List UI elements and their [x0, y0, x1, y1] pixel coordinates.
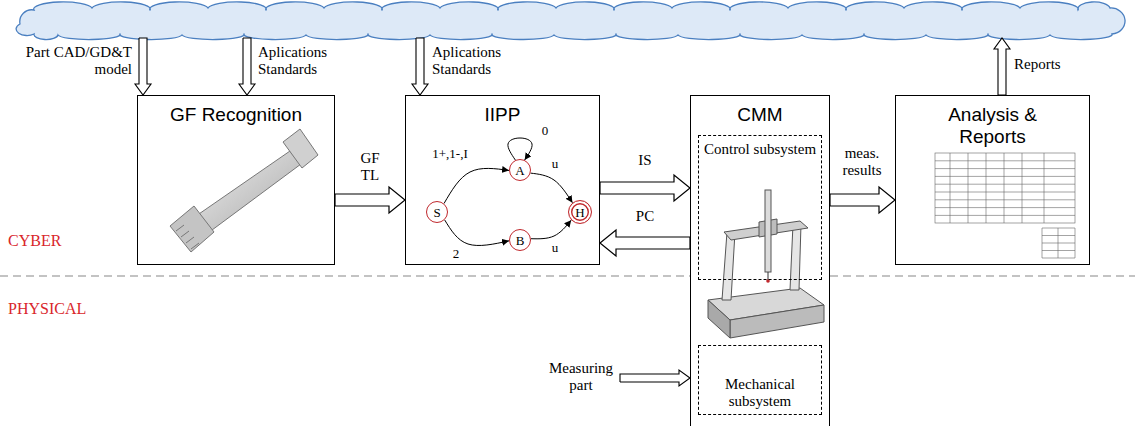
- flow-label: PC: [630, 208, 660, 225]
- divider-line: [830, 275, 1135, 276]
- box-title: GF Recognition: [138, 96, 334, 126]
- transition-label: 2: [450, 247, 462, 262]
- table-rule: [935, 176, 1075, 177]
- blade-root: [170, 206, 214, 252]
- state-circle: B: [509, 229, 531, 251]
- io-arrow: [239, 38, 255, 95]
- table-rule: [1042, 228, 1043, 258]
- table-rule: [986, 153, 987, 223]
- layer-label: PHYSICAL: [8, 300, 108, 318]
- table-rule: [1042, 243, 1075, 244]
- table-rule: [1044, 153, 1045, 223]
- divider-line: [0, 275, 690, 276]
- state-name: B: [516, 234, 525, 247]
- transition-label: 0: [539, 124, 551, 139]
- transition-arrow: [531, 173, 573, 203]
- table-rule: [1075, 228, 1076, 258]
- table-frame: [935, 153, 1075, 223]
- blade-shroud: [283, 129, 318, 168]
- serration: [191, 243, 199, 249]
- table-rule: [1004, 153, 1005, 223]
- io-arrows: [135, 38, 1010, 386]
- table-rule: [935, 184, 1075, 185]
- table-rule: [935, 160, 1075, 161]
- transition-arrow: [508, 138, 532, 160]
- table-rule: [1042, 235, 1075, 236]
- cmm-machine: [708, 190, 824, 338]
- input-label: Part CAD/GD&T model: [22, 44, 132, 79]
- state-name: S: [433, 206, 440, 219]
- blade-airfoil: [196, 151, 301, 233]
- table-rule: [1022, 153, 1023, 223]
- table-rule: [935, 207, 1075, 208]
- io-arrow: [412, 38, 428, 95]
- layer-divider: [0, 275, 1135, 276]
- flow-arrow: [335, 187, 405, 213]
- probe: [768, 272, 769, 280]
- input-label: Measuring part: [545, 360, 617, 395]
- transition-arrow: [531, 220, 571, 239]
- flow-arrow: [600, 175, 690, 201]
- transition-arrow: [445, 220, 509, 246]
- transition-label: u: [549, 157, 561, 172]
- output-label: Reports: [1014, 56, 1094, 73]
- report-table: [935, 153, 1075, 258]
- flow-label: IS: [630, 152, 660, 169]
- transition-arrow: [444, 168, 509, 203]
- state-circle: S: [426, 201, 448, 223]
- table-rule: [935, 215, 1075, 216]
- table-rule: [950, 153, 951, 223]
- serration: [176, 225, 184, 231]
- flow-label: meas. results: [831, 145, 893, 180]
- input-label: Aplications Standards: [432, 44, 512, 79]
- cloud-shape: [16, 2, 1125, 40]
- table-rule: [935, 168, 1075, 169]
- table-rule: [935, 199, 1075, 200]
- flow-arrow: [830, 187, 895, 213]
- io-arrow: [135, 38, 151, 95]
- table-rule: [968, 153, 969, 223]
- subsystem-label: Control subsystem: [702, 141, 818, 158]
- box-title: Analysis & Reports: [930, 96, 1055, 148]
- transition-label: u: [549, 241, 561, 256]
- turbine-blade: [170, 129, 318, 252]
- serration: [186, 237, 194, 243]
- final-state-circle: H: [568, 200, 592, 224]
- subsystem-box: Control subsystem: [698, 135, 822, 280]
- state-name: H: [575, 206, 584, 219]
- machine-box: CMM Control subsystemMechanical subsystem: [690, 95, 830, 426]
- input-label: Aplications Standards: [258, 44, 338, 79]
- machine-table: [730, 305, 824, 338]
- process-box: IIPP S A B H: [405, 95, 600, 265]
- io-arrow: [994, 38, 1010, 95]
- box-title: CMM: [691, 96, 829, 126]
- bridge-column: [790, 224, 801, 290]
- process-box: GF Recognition: [137, 95, 335, 265]
- io-arrow: [620, 370, 690, 386]
- root-serrations: [176, 225, 199, 249]
- serration: [181, 231, 189, 237]
- machine-table: [708, 300, 730, 338]
- z-ram: [765, 190, 771, 272]
- table-rule: [1042, 250, 1075, 251]
- subsystem-box: Mechanical subsystem: [698, 345, 822, 415]
- subsystem-label: Mechanical subsystem: [702, 376, 818, 411]
- box-title: IIPP: [406, 96, 599, 126]
- layer-label: CYBER: [8, 232, 98, 250]
- process-box: Analysis & Reports: [895, 95, 1090, 265]
- flow-label: GF TL: [353, 150, 387, 185]
- flow-arrow: [600, 230, 690, 256]
- state-circle: A: [509, 159, 531, 181]
- state-name: A: [515, 164, 524, 177]
- transition-label: 1+,1-,I: [424, 147, 476, 162]
- bridge-column: [722, 232, 735, 300]
- table-rule: [1042, 258, 1075, 259]
- table-rule: [1058, 228, 1059, 258]
- table-rule: [935, 192, 1075, 193]
- table-rule: [1042, 228, 1075, 229]
